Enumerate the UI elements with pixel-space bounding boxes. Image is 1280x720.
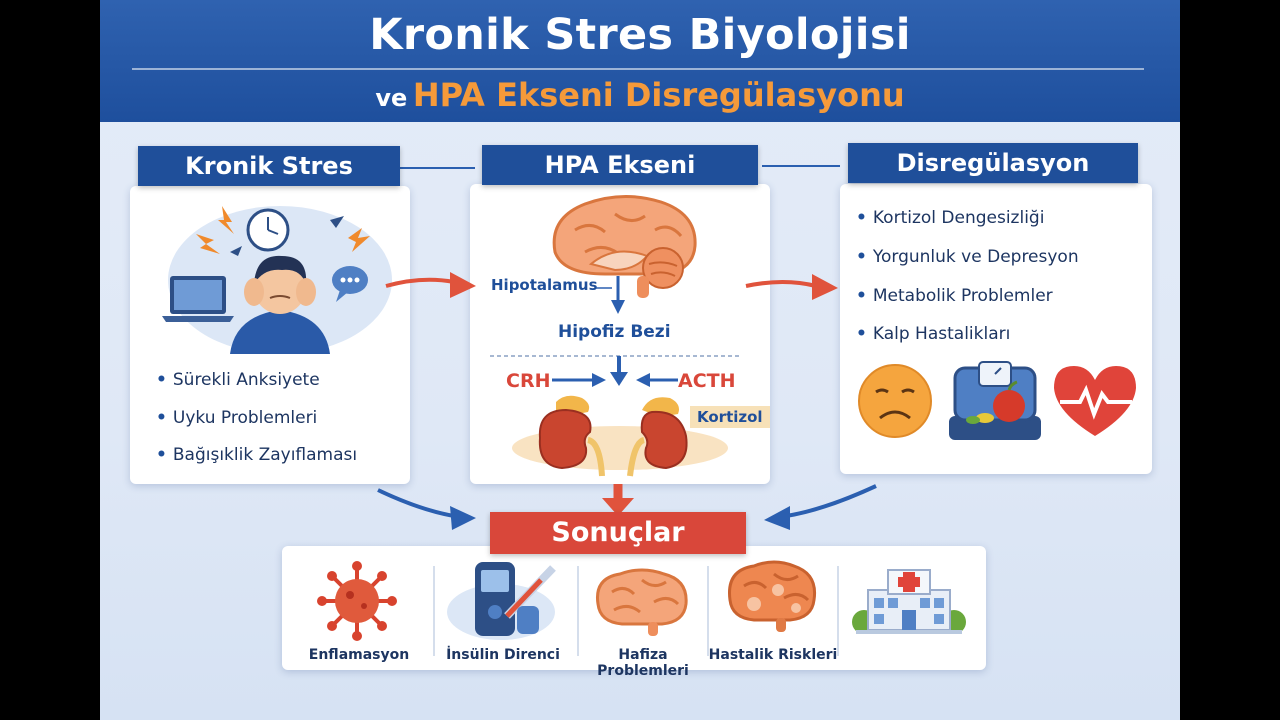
list-item: Kalp Hastalikları — [856, 324, 1079, 344]
stress-to-hpa-arrowhead — [450, 272, 476, 298]
dysregulation-list: Kortizol Dengesizliği Yorgunluk ve Depre… — [856, 208, 1079, 344]
chronic-stress-title: Kronik Stres — [138, 146, 400, 186]
chronic-stress-list: Sürekli Anksiyete Uyku Problemleri Bağış… — [156, 370, 357, 465]
hpa-axis-title: HPA Ekseni — [482, 145, 758, 185]
result-label-memory: Hafiza Problemleri — [597, 647, 689, 679]
brain-icon — [552, 194, 697, 298]
subtitle-prefix: ve — [375, 84, 408, 112]
tab-connectors — [400, 165, 840, 169]
dysregulation-to-results-arrow — [785, 484, 877, 518]
result-label-risk: Hastalik Riskleri — [708, 647, 838, 663]
virus-icon — [317, 561, 397, 641]
cortisol-label: Kortizol — [690, 406, 770, 428]
down-arrow-head — [611, 300, 625, 314]
heart-pulse-icon — [1054, 366, 1136, 436]
results-title: Sonuçlar — [490, 512, 746, 554]
crh-label: CRH — [506, 370, 551, 392]
acth-label: ACTH — [678, 370, 736, 392]
stress-to-results-arrow — [377, 488, 455, 518]
acth-arrow-head — [636, 373, 650, 387]
header-banner: Kronik Stres Biyolojisi ve HPA Ekseni Di… — [100, 0, 1180, 122]
results-dividers — [433, 566, 839, 656]
adrenal-kidneys-icon — [512, 395, 728, 477]
list-item: Bağışıklik Zayıflaması — [156, 445, 357, 465]
sad-face-icon — [858, 364, 932, 438]
hpa-to-dysregulation-arrowhead — [812, 274, 838, 300]
hpa-to-dysregulation-arrow — [745, 280, 817, 288]
page-subtitle: ve HPA Ekseni Disregülasyonu — [100, 76, 1180, 114]
pituitary-arrow-head — [610, 372, 628, 386]
list-item: Kortizol Dengesizliği — [856, 208, 1079, 247]
scale-apple-icon — [949, 361, 1041, 440]
result-label-insulin: İnsülin Direnci — [446, 647, 560, 663]
crh-arrow-head — [592, 373, 606, 387]
stress-to-hpa-arrow — [385, 277, 455, 288]
hospital-icon — [852, 569, 966, 634]
hpa-flow-arrows — [490, 276, 740, 387]
list-item: Sürekli Anksiyete — [156, 370, 357, 408]
dysregulation-to-results-arrowhead — [764, 506, 790, 530]
brain-icon — [595, 568, 688, 636]
title-divider — [132, 68, 1144, 70]
stress-to-results-arrowhead — [450, 506, 476, 530]
hpa-to-results-arrowhead — [602, 498, 634, 516]
result-label-inflammation: Enflamasyon — [308, 647, 410, 663]
hypothalamus-label: Hipotalamus — [491, 276, 598, 294]
page-title: Kronik Stres Biyolojisi — [369, 10, 911, 60]
flow-arrows — [377, 272, 877, 530]
damaged-brain-icon — [728, 560, 817, 632]
glucose-meter-icon — [447, 562, 556, 640]
dysregulation-title: Disregülasyon — [848, 143, 1138, 183]
pituitary-label: Hipofiz Bezi — [558, 322, 671, 342]
subtitle-main: HPA Ekseni Disregülasyonu — [412, 76, 905, 114]
stressed-person-icon — [162, 206, 392, 354]
list-item: Metabolik Problemler — [856, 286, 1079, 324]
infographic: Kronik Stres Biyolojisi ve HPA Ekseni Di… — [100, 0, 1180, 720]
list-item: Yorgunluk ve Depresyon — [856, 247, 1079, 286]
list-item: Uyku Problemleri — [156, 408, 357, 445]
